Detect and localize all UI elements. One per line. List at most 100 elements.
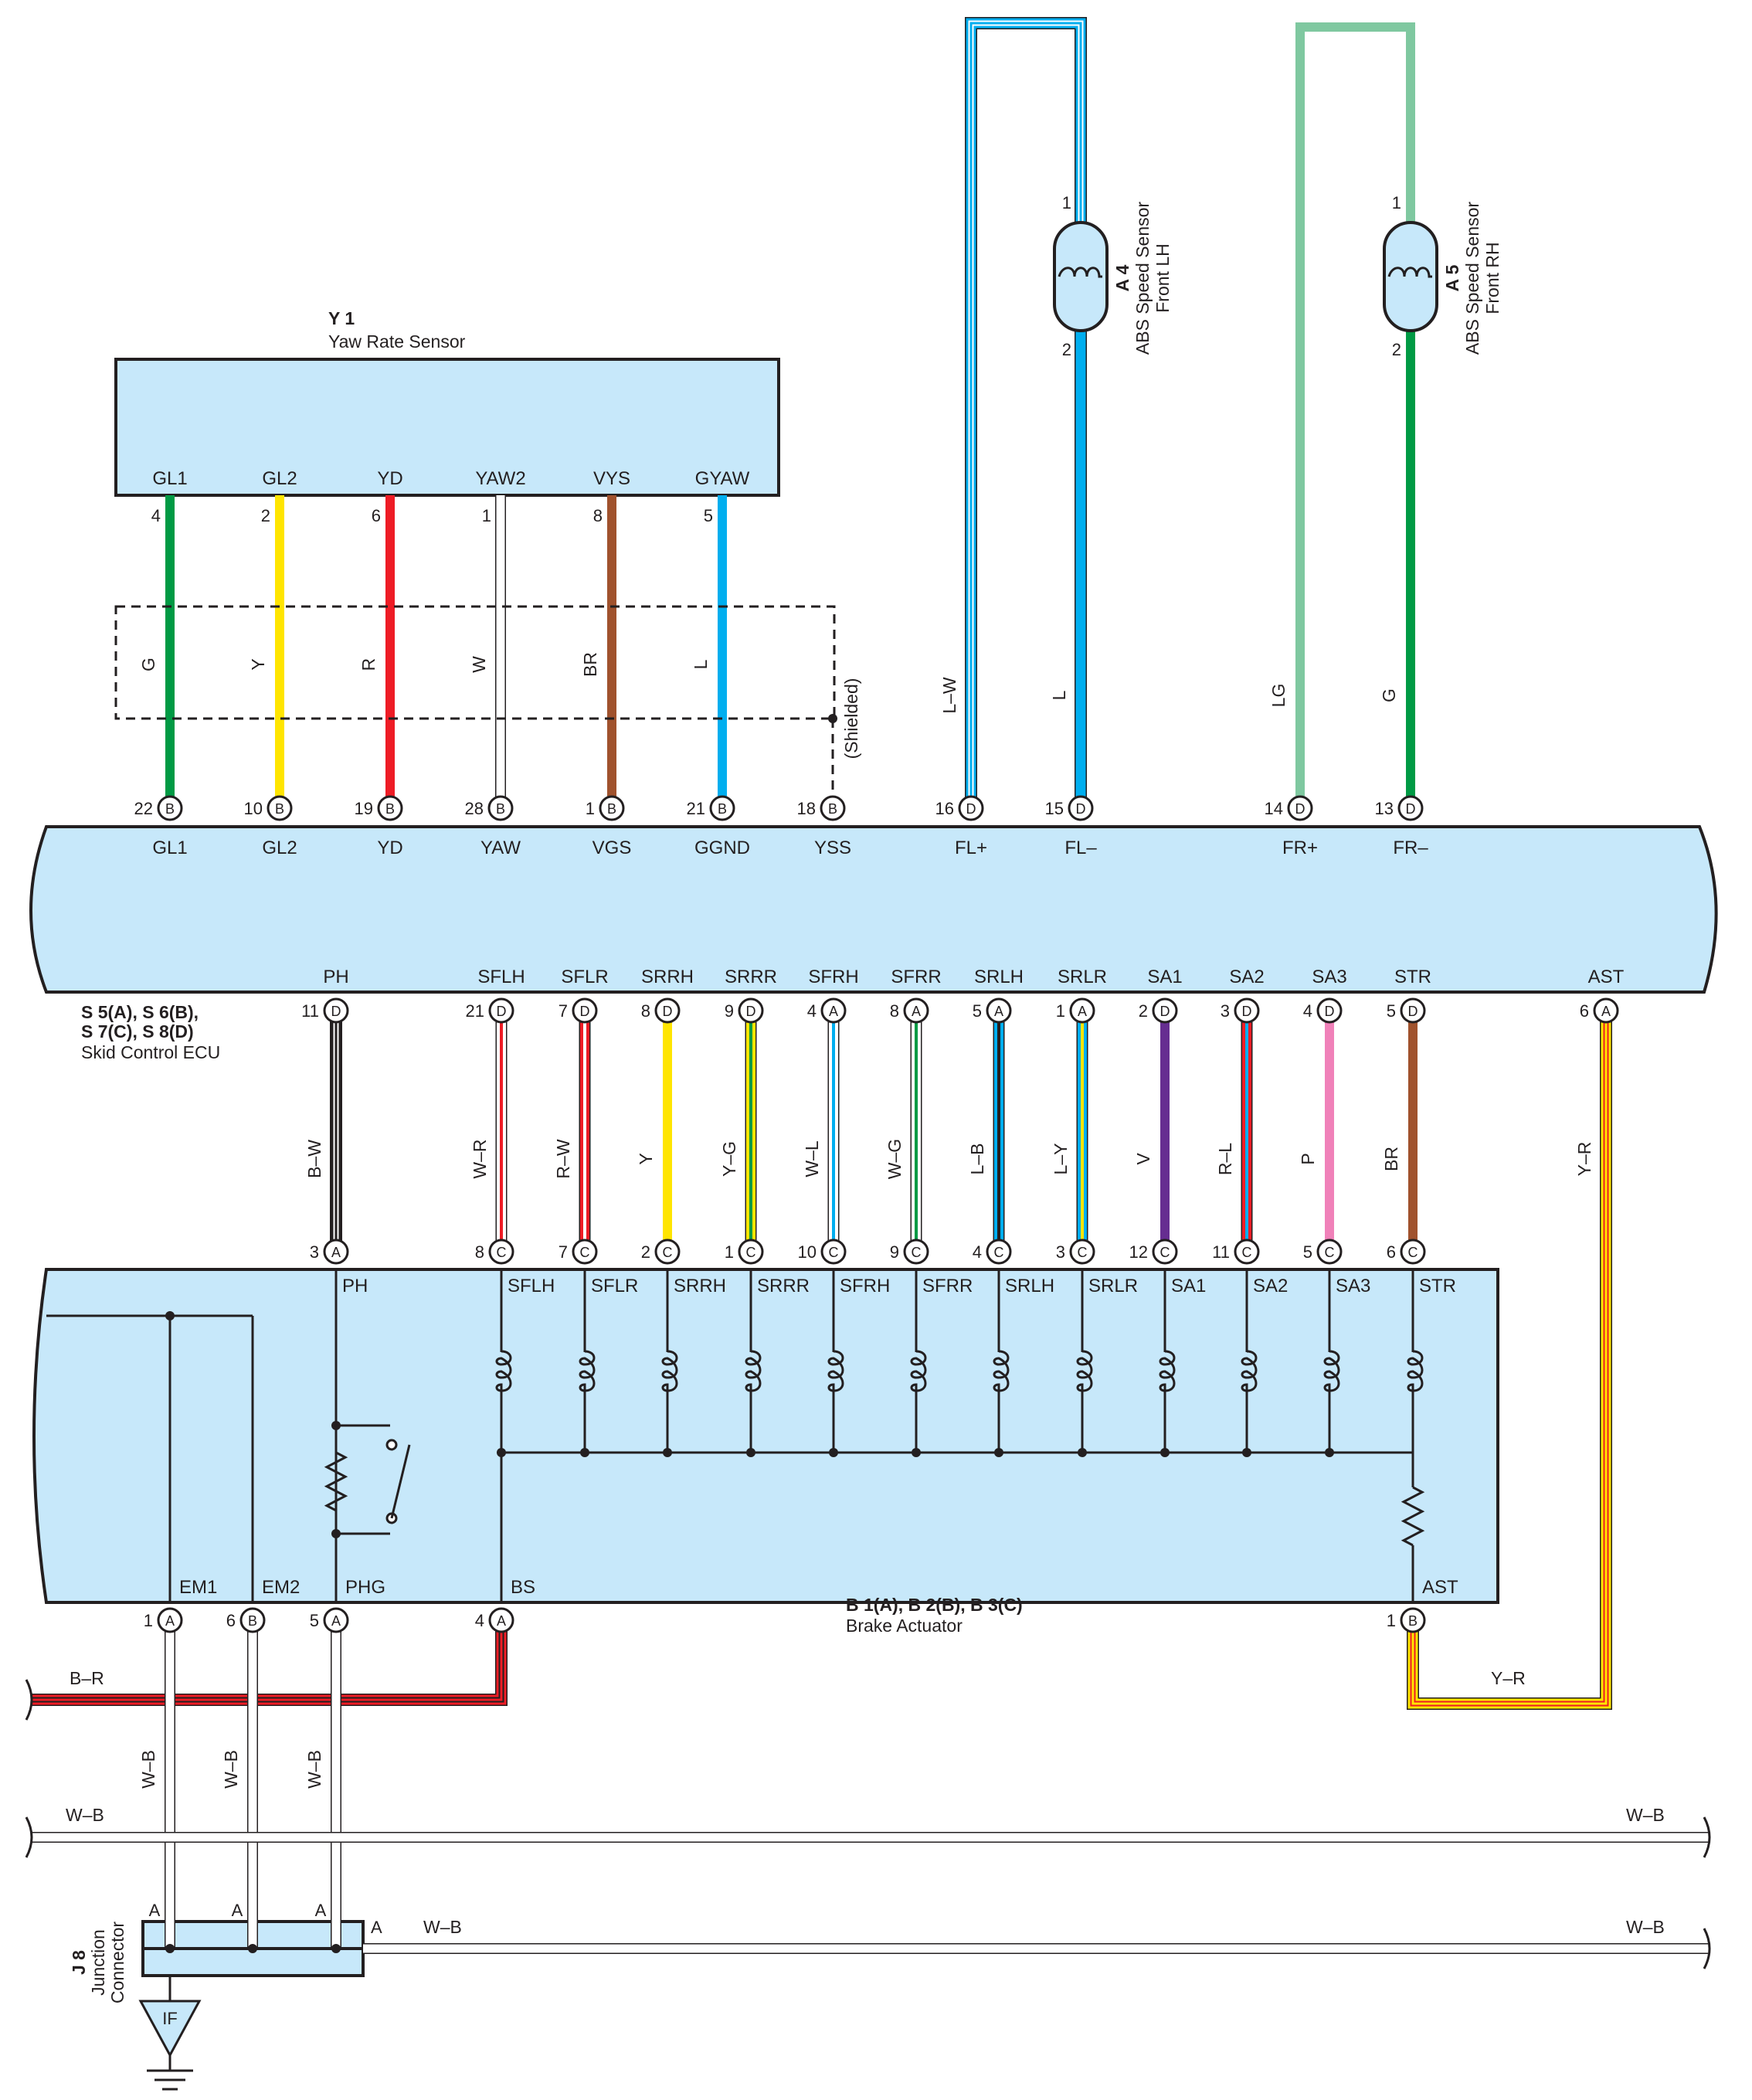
yaw-terminal-label: YD xyxy=(377,468,402,489)
wire-color-label: W–G xyxy=(884,1139,905,1179)
wire-ast-return xyxy=(1407,1011,1612,1710)
connector-letter: C xyxy=(1242,1245,1252,1260)
sensor-code: A 4 xyxy=(1112,264,1132,291)
ecu-bottom-pin xyxy=(572,997,598,1024)
actuator-pin-number: 3 xyxy=(310,1242,319,1262)
wire-color-label: W–B xyxy=(221,1750,241,1789)
actuator-terminal-label: SRLH xyxy=(1005,1276,1054,1296)
actuator-pin-number: 4 xyxy=(973,1242,982,1262)
yaw-pin-number: 6 xyxy=(372,506,381,525)
ecu-pin-number: 14 xyxy=(1265,799,1283,818)
yaw-terminal-label: VYS xyxy=(593,468,630,489)
connector-letter: B xyxy=(165,801,175,817)
connector-letter: C xyxy=(580,1245,590,1260)
ecu-pin-number: 7 xyxy=(559,1001,568,1021)
ecu-pin-number: 2 xyxy=(1139,1001,1148,1021)
actuator-pin-number: 1 xyxy=(1387,1611,1396,1630)
ecu-pin-number: 21 xyxy=(466,1001,484,1021)
wire-color-label: G xyxy=(138,658,158,671)
wire-color-label: BR xyxy=(580,652,600,677)
ecu-bottom-pin xyxy=(1593,997,1619,1024)
ecu-bottom-pin xyxy=(323,997,349,1024)
ecu-top-pin xyxy=(377,795,403,821)
connector-letter: C xyxy=(912,1245,922,1260)
wire-color-label: Y xyxy=(248,658,268,670)
ecu-pin-number: 8 xyxy=(890,1001,899,1021)
actuator-pin-number: 11 xyxy=(1212,1242,1230,1262)
wires xyxy=(31,17,1709,1954)
actuator-top-pin xyxy=(1316,1239,1343,1265)
junction-name: Junction xyxy=(88,1929,108,1996)
wire-color-label: P xyxy=(1298,1153,1318,1164)
ecu-terminal-label: SA1 xyxy=(1147,967,1182,987)
wire-color-label: W–B xyxy=(304,1750,324,1789)
ecu-pin-number: 16 xyxy=(935,799,954,818)
sensor-pin-bottom: 2 xyxy=(1062,340,1071,359)
wire-color-label: R–W xyxy=(553,1139,573,1178)
actuator-top-pin xyxy=(820,1239,847,1265)
connector-letter: B xyxy=(275,801,284,817)
yaw-sensor-name: Yaw Rate Sensor xyxy=(328,331,466,352)
actuator-bottom-pin xyxy=(239,1607,266,1633)
actuator-terminal-label: EM2 xyxy=(262,1577,300,1598)
ecu-bottom-pin xyxy=(654,997,681,1024)
connector-letter: D xyxy=(497,1004,507,1019)
ecu-top-pin xyxy=(958,795,984,821)
yaw-sensor-code: Y 1 xyxy=(328,308,355,328)
wire-color-label: R–L xyxy=(1215,1143,1235,1175)
ecu-bottom-pin xyxy=(986,997,1012,1024)
actuator-terminal-label: PH xyxy=(342,1276,368,1296)
ecu-terminal-label: YAW xyxy=(480,838,521,858)
actuator-code: B 1(A), B 2(B), B 3(C) xyxy=(846,1595,1023,1615)
actuator-top-pin xyxy=(1234,1239,1260,1265)
ecu-top-pin xyxy=(1287,795,1313,821)
actuator-pin-number: 1 xyxy=(725,1242,734,1262)
ecu-bottom-pin xyxy=(488,997,514,1024)
wire-break-mark xyxy=(25,1679,33,1721)
wire-color-label: W–R xyxy=(470,1139,490,1178)
connector-letter: C xyxy=(1325,1245,1335,1260)
connector-letter: C xyxy=(994,1245,1004,1260)
actuator-terminal-label: SRRH xyxy=(674,1276,726,1296)
connector-letter: B xyxy=(385,801,395,817)
actuator-pin-number: 6 xyxy=(226,1611,236,1630)
actuator-top-pin xyxy=(488,1239,514,1265)
actuator-terminal-label: SA1 xyxy=(1171,1276,1206,1296)
coil-winding xyxy=(1387,267,1432,278)
wire-color-label: LG xyxy=(1268,684,1289,708)
ecu-pin-number: 10 xyxy=(244,799,263,818)
ecu-bottom-pin xyxy=(1316,997,1343,1024)
actuator-terminal-label: STR xyxy=(1419,1276,1456,1296)
ecu-pin-number: 11 xyxy=(301,1001,319,1021)
actuator-bottom-pin xyxy=(1400,1607,1426,1633)
yaw-pin-number: 8 xyxy=(593,506,603,525)
ground-point-if xyxy=(138,2000,202,2058)
wire-color-label: V xyxy=(1133,1153,1153,1165)
sensor-side: Front RH xyxy=(1482,242,1502,314)
connector-letter: B xyxy=(718,801,727,817)
actuator-bottom-pin xyxy=(488,1607,514,1633)
actuator-top-pin xyxy=(1069,1239,1095,1265)
yaw-pin-number: 1 xyxy=(482,506,491,525)
wire-break-mark xyxy=(1703,1816,1711,1858)
connector-letter: D xyxy=(1295,801,1306,817)
sensor-name: ABS Speed Sensor xyxy=(1462,202,1482,355)
junction-pin-letter: A xyxy=(232,1901,243,1920)
wire-color-label: B–W xyxy=(304,1140,324,1178)
ecu-pin-number: 15 xyxy=(1045,799,1064,818)
ecu-pin-number: 1 xyxy=(1056,1001,1065,1021)
actuator-pin-number: 1 xyxy=(144,1611,153,1630)
actuator-pin-number: 5 xyxy=(1303,1242,1312,1262)
connector-letter: C xyxy=(663,1245,673,1260)
ecu-bottom-pin xyxy=(1152,997,1178,1024)
ecu-terminal-label: SA3 xyxy=(1312,967,1346,987)
wire-color-label: B–R xyxy=(70,1668,104,1688)
actuator-terminal-label: SA2 xyxy=(1253,1276,1288,1296)
connector-letter: D xyxy=(331,1004,341,1019)
ecu-top-pin xyxy=(1397,795,1424,821)
ecu-pin-number: 3 xyxy=(1221,1001,1230,1021)
actuator-terminal-label: SFRH xyxy=(840,1276,890,1296)
connector-letter: C xyxy=(497,1245,507,1260)
actuator-pin-number: 7 xyxy=(559,1242,568,1262)
